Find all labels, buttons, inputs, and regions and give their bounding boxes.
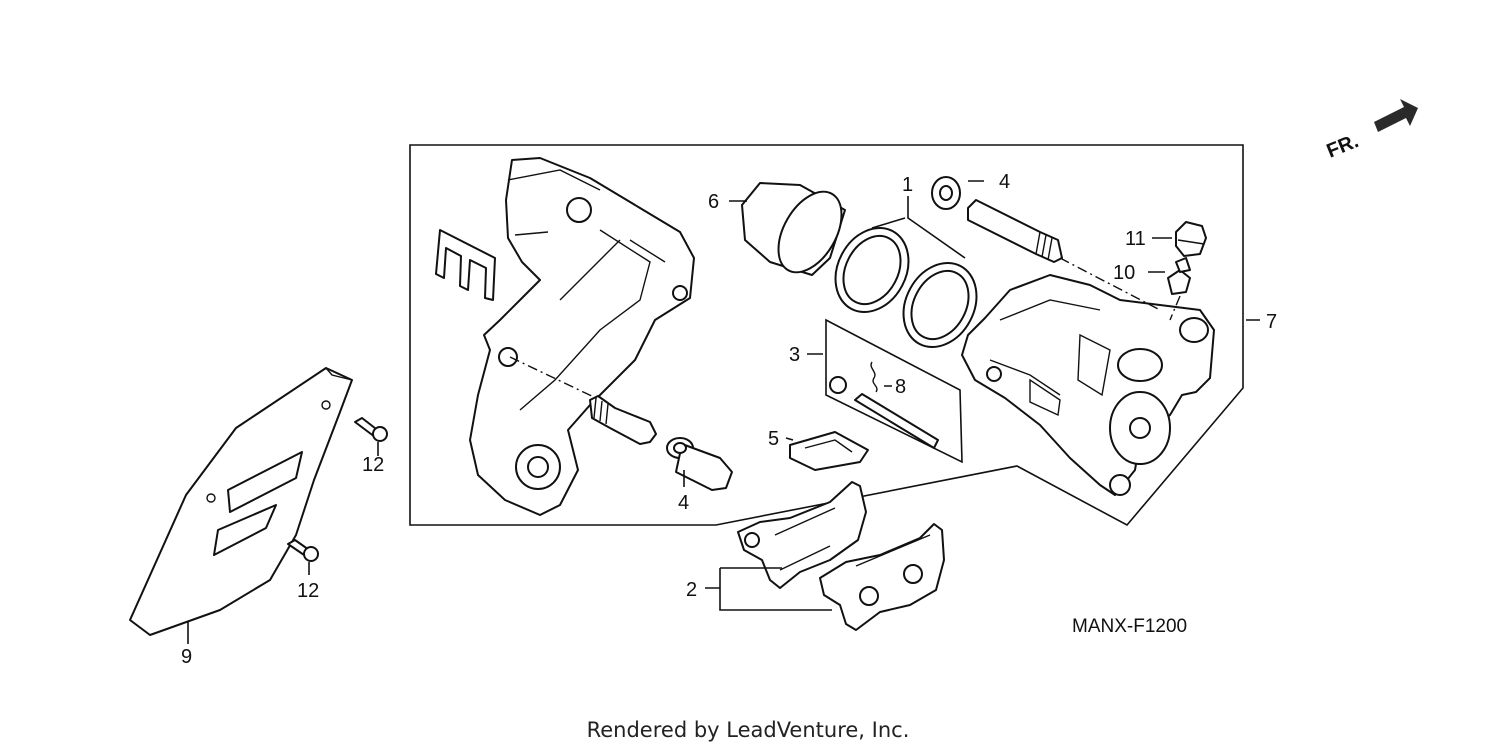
piston [741, 182, 846, 276]
callout-1: 1 [902, 174, 913, 196]
callout-10: 10 [1113, 262, 1135, 284]
bolt-lower [287, 539, 319, 562]
pads-leader [705, 567, 832, 611]
callout-12-lower: 12 [297, 580, 319, 602]
bolt-upper [354, 417, 388, 442]
callout-8: 8 [895, 376, 906, 398]
pad-pin-set [825, 318, 963, 464]
front-direction-arrow [1374, 99, 1418, 132]
pin-boot-lower [666, 437, 733, 491]
brake-pads [737, 481, 945, 631]
leader-lines [187, 180, 1260, 644]
callout-11: 11 [1125, 228, 1146, 250]
piston-seals [834, 226, 978, 349]
slide-pin-upper [967, 199, 1063, 263]
callout-7: 7 [1266, 311, 1277, 333]
callout-4-lower: 4 [678, 492, 689, 514]
front-direction-label: FR. [1324, 130, 1362, 162]
bleed-cap [1175, 221, 1207, 257]
callout-12-upper: 12 [362, 454, 384, 476]
bracket-pin [589, 395, 657, 445]
caliper-bracket [469, 157, 695, 516]
callout-6: 6 [708, 191, 719, 213]
assembly-frame [409, 144, 1244, 527]
dash-lines [509, 257, 1181, 401]
callout-4-upper: 4 [999, 171, 1010, 193]
caliper-body [961, 274, 1215, 496]
bleed-valve [1167, 257, 1191, 295]
callout-5: 5 [768, 428, 779, 450]
pad-spring [435, 229, 496, 301]
callout-3: 3 [789, 344, 800, 366]
disc-guard [129, 367, 353, 636]
callout-9: 9 [181, 646, 192, 668]
pad-shim [789, 431, 869, 471]
callout-2: 2 [686, 579, 697, 601]
render-credit: Rendered by LeadVenture, Inc. [587, 718, 910, 742]
diagram-code: MANX-F1200 [1072, 616, 1187, 637]
pin-boot-upper [931, 176, 961, 210]
